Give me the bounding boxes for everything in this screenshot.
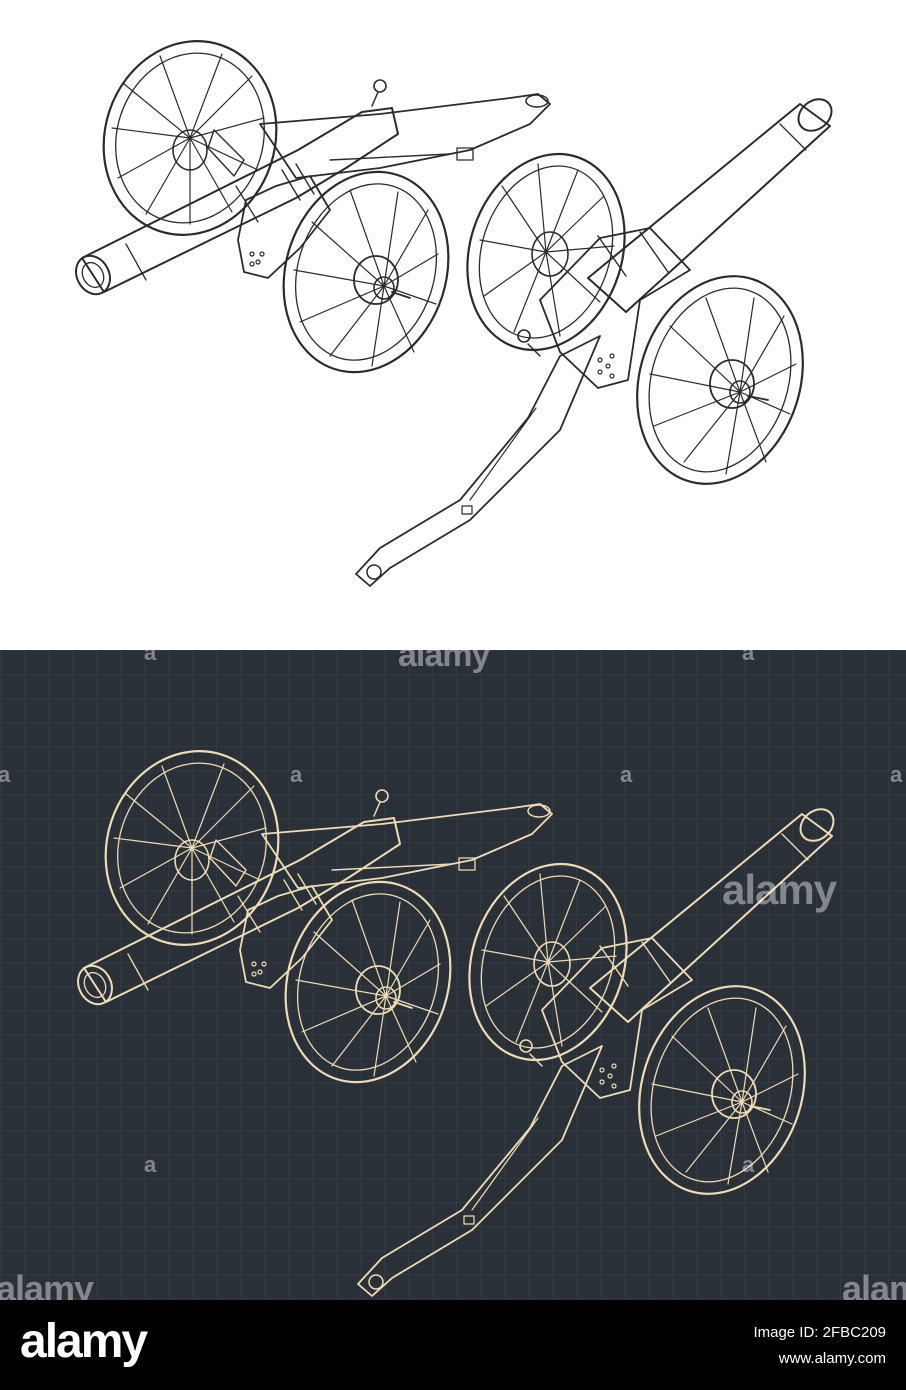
watermark-a-2: a	[742, 650, 755, 665]
image-id-text: Image ID: 2FBC209	[753, 1324, 886, 1341]
watermark-a-5: a	[620, 762, 633, 787]
watermark-bottom-right: alamy	[842, 1268, 906, 1300]
alamy-logo[interactable]: alamy	[20, 1315, 148, 1368]
watermark-a-6: a	[890, 762, 903, 787]
footer-info: Image ID: 2FBC209 www.alamy.com	[753, 1320, 886, 1372]
watermark-bottom-left: alamy	[0, 1268, 94, 1300]
site-link[interactable]: www.alamy.com	[778, 1350, 886, 1367]
watermark-a-7: a	[144, 1152, 157, 1177]
watermark-a-4: a	[290, 762, 303, 787]
watermark-center-top: alamy	[398, 650, 490, 674]
line-drawing-panel	[0, 0, 906, 650]
blueprint-grid	[0, 650, 906, 1300]
cannon-blueprint-drawing	[70, 727, 841, 1298]
cannon-line-drawing	[68, 17, 839, 588]
blueprint-panel: alamy alamy alamy alamy a a a a a a a a	[0, 650, 906, 1300]
watermark-a-8: a	[742, 1152, 755, 1177]
watermark-a-1: a	[144, 650, 157, 665]
footer-bar: alamy Image ID: 2FBC209 www.alamy.com	[0, 1300, 906, 1390]
watermark-a-3: a	[0, 762, 11, 787]
watermark-center: alamy	[722, 866, 837, 913]
